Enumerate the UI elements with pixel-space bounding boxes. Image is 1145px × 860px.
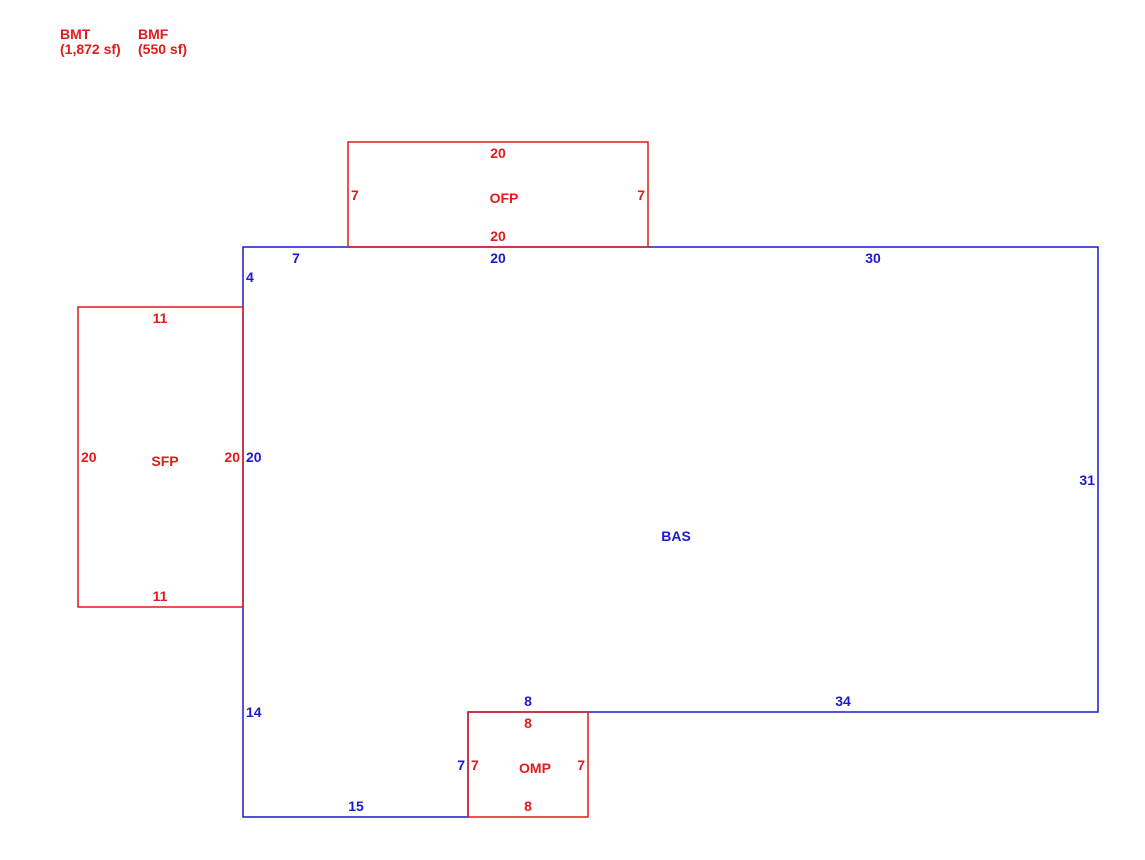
ofp-area: OFP 20 20 7 7 (347, 141, 649, 248)
legend-code-bmt: BMT (60, 26, 91, 42)
omp-outline (467, 711, 589, 818)
legend-code-bmf: BMF (138, 26, 169, 42)
bas-dim-top-right: 30 (865, 250, 881, 266)
omp-dim-right: 7 (577, 757, 585, 773)
ofp-dim-right: 7 (637, 187, 645, 203)
omp-dim-top: 8 (524, 715, 532, 731)
sfp-area: SFP 11 11 20 20 (77, 306, 244, 608)
sfp-dim-left: 20 (81, 449, 97, 465)
bas-dim-right: 31 (1079, 472, 1095, 488)
omp-dim-bottom: 8 (524, 798, 532, 814)
sfp-dim-bottom: 11 (153, 588, 168, 604)
bas-dim-notch-left: 7 (457, 757, 465, 773)
bas-dim-top-mid: 20 (490, 250, 506, 266)
sfp-dim-right: 20 (224, 449, 240, 465)
bas-dim-left-mid: 20 (246, 449, 262, 465)
sfp-label: SFP (151, 453, 178, 469)
legend: BMT (1,872 sf) BMF (550 sf) (60, 26, 187, 57)
bas-dim-notch-top: 8 (524, 693, 532, 709)
legend-area-bmt: (1,872 sf) (60, 41, 121, 57)
omp-area: OMP 8 8 7 7 (467, 711, 589, 818)
ofp-dim-bottom: 20 (490, 228, 506, 244)
bas-dim-notch-right: 34 (835, 693, 851, 709)
bas-dim-bottom: 15 (348, 798, 364, 814)
sfp-dim-top: 11 (153, 310, 168, 326)
ofp-outline (347, 141, 649, 248)
sfp-outline (77, 306, 244, 608)
bas-area: BAS 7 20 30 4 20 31 8 34 14 15 7 (242, 246, 1099, 818)
ofp-dim-left: 7 (351, 187, 359, 203)
bas-label: BAS (661, 528, 691, 544)
omp-dim-left: 7 (471, 757, 479, 773)
bas-dim-left-lower: 14 (246, 704, 262, 720)
ofp-label: OFP (490, 190, 519, 206)
bas-dim-top-left: 7 (292, 250, 300, 266)
legend-area-bmf: (550 sf) (138, 41, 187, 57)
ofp-dim-top: 20 (490, 145, 506, 161)
bas-dim-left-upper: 4 (246, 269, 254, 285)
omp-label: OMP (519, 760, 551, 776)
